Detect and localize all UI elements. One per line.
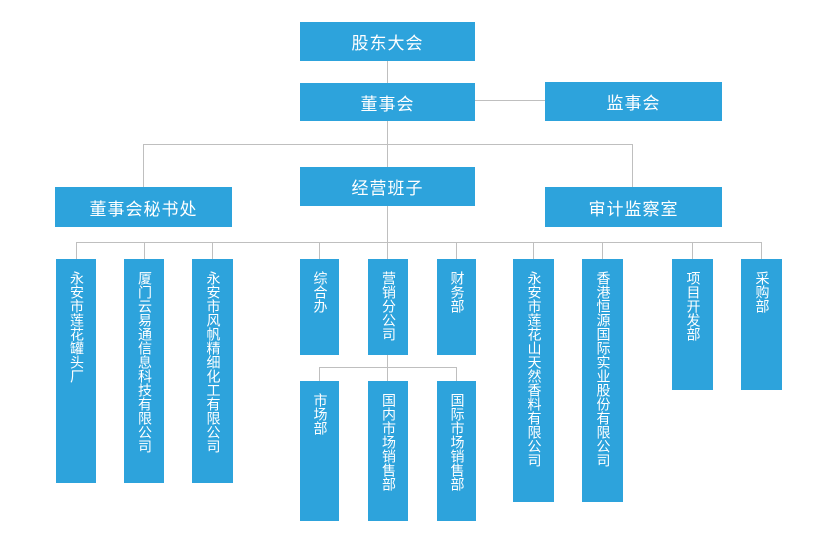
node-procurement: 采购部: [741, 259, 782, 390]
connector-to-secretary: [143, 144, 144, 187]
node-label: 项目开发部: [684, 271, 701, 341]
node-sub-3: 永安市风帆精细化工有限公司: [192, 259, 233, 483]
node-sub-5: 香港恒源国际实业股份有限公司: [582, 259, 623, 502]
node-market: 市场部: [300, 381, 339, 521]
connector-board-down: [387, 121, 388, 145]
node-label: 股东大会: [351, 34, 424, 54]
connector-to-audit: [632, 144, 633, 187]
node-label: 永安市风帆精细化工有限公司: [204, 271, 221, 453]
connector-level2-bar: [143, 144, 633, 145]
connector-to-sub-1: [76, 242, 77, 259]
node-label: 董事会: [360, 94, 415, 115]
connector-to-domestic: [387, 367, 388, 381]
node-label: 采购部: [753, 271, 770, 313]
connector-to-management: [387, 144, 388, 167]
node-sub-4: 永安市莲花山天然香料有限公司: [513, 259, 554, 502]
node-domestic-sales: 国内市场销售部: [368, 381, 408, 521]
node-office: 综合办: [300, 259, 339, 355]
node-label: 监事会: [606, 94, 661, 114]
node-label: 营销分公司: [380, 271, 396, 341]
node-supervisors: 监事会: [545, 82, 722, 121]
node-shareholders: 股东大会: [300, 22, 475, 61]
node-sales-branch: 营销分公司: [368, 259, 408, 355]
node-label: 财务部: [448, 271, 465, 313]
node-board: 董事会: [300, 83, 475, 121]
connector-to-procurement: [761, 242, 762, 259]
connector-level3-bar: [76, 242, 762, 243]
connector-level4-bar: [319, 367, 457, 368]
node-label: 经营班子: [351, 179, 424, 199]
connector-to-sub-2: [144, 242, 145, 259]
node-intl-sales: 国际市场销售部: [437, 381, 476, 521]
connector-to-office: [319, 242, 320, 259]
connector-to-sales-branch: [387, 242, 388, 259]
connector-to-market: [319, 367, 320, 381]
connector-management-down: [387, 206, 388, 243]
node-sub-1: 永安市莲花罐头厂: [56, 259, 96, 483]
node-project-dev: 项目开发部: [672, 259, 713, 390]
node-label: 永安市莲花罐头厂: [68, 271, 84, 383]
node-label: 审计监察室: [588, 199, 679, 220]
node-label: 香港恒源国际实业股份有限公司: [594, 271, 611, 467]
connector-to-sub-3: [212, 242, 213, 259]
node-label: 综合办: [311, 271, 328, 313]
connector-board-supervisors: [475, 100, 545, 101]
connector-to-finance: [456, 242, 457, 259]
node-label: 市场部: [311, 393, 328, 435]
node-label: 国内市场销售部: [380, 393, 396, 491]
node-label: 永安市莲花山天然香料有限公司: [525, 271, 542, 467]
node-board-secretary: 董事会秘书处: [55, 187, 232, 227]
connector-to-intl: [456, 367, 457, 381]
connector-to-sub-4: [533, 242, 534, 259]
connector-to-project-dev: [692, 242, 693, 259]
node-management: 经营班子: [300, 167, 475, 206]
connector-shareholders-board: [387, 61, 388, 83]
node-label: 董事会秘书处: [89, 199, 198, 220]
connector-to-sub-5: [602, 242, 603, 259]
node-label: 厦门云易通信息科技有限公司: [136, 271, 152, 453]
connector-sales-down: [387, 354, 388, 368]
node-audit: 审计监察室: [545, 187, 722, 227]
node-label: 国际市场销售部: [448, 393, 465, 491]
node-sub-2: 厦门云易通信息科技有限公司: [124, 259, 164, 483]
node-finance: 财务部: [437, 259, 476, 355]
